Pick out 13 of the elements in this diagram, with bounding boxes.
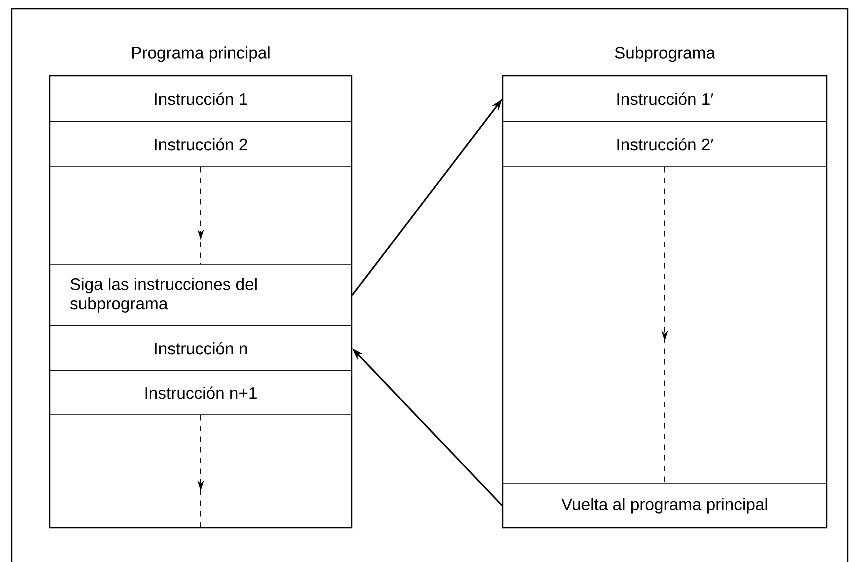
- arrow: [198, 166, 204, 266]
- instruction-row: Instrucción n+1: [50, 370, 352, 416]
- instruction-row: Siga las instrucciones del subprograma: [50, 264, 352, 326]
- arrow: [198, 414, 204, 530]
- node-label: Programa principal: [132, 46, 270, 62]
- instruction-row: Instrucción n: [50, 326, 352, 372]
- instruction-row: Instrucción 1: [50, 76, 352, 122]
- arrow: [662, 166, 668, 484]
- instruction-row: Instrucción 2: [50, 122, 352, 168]
- instruction-row: Instrucción 1′: [502, 76, 828, 122]
- node-label: Subprograma: [615, 46, 716, 62]
- instruction-row: Vuelta al programa principal: [502, 484, 828, 528]
- instruction-row: Instrucción 2′: [502, 122, 828, 168]
